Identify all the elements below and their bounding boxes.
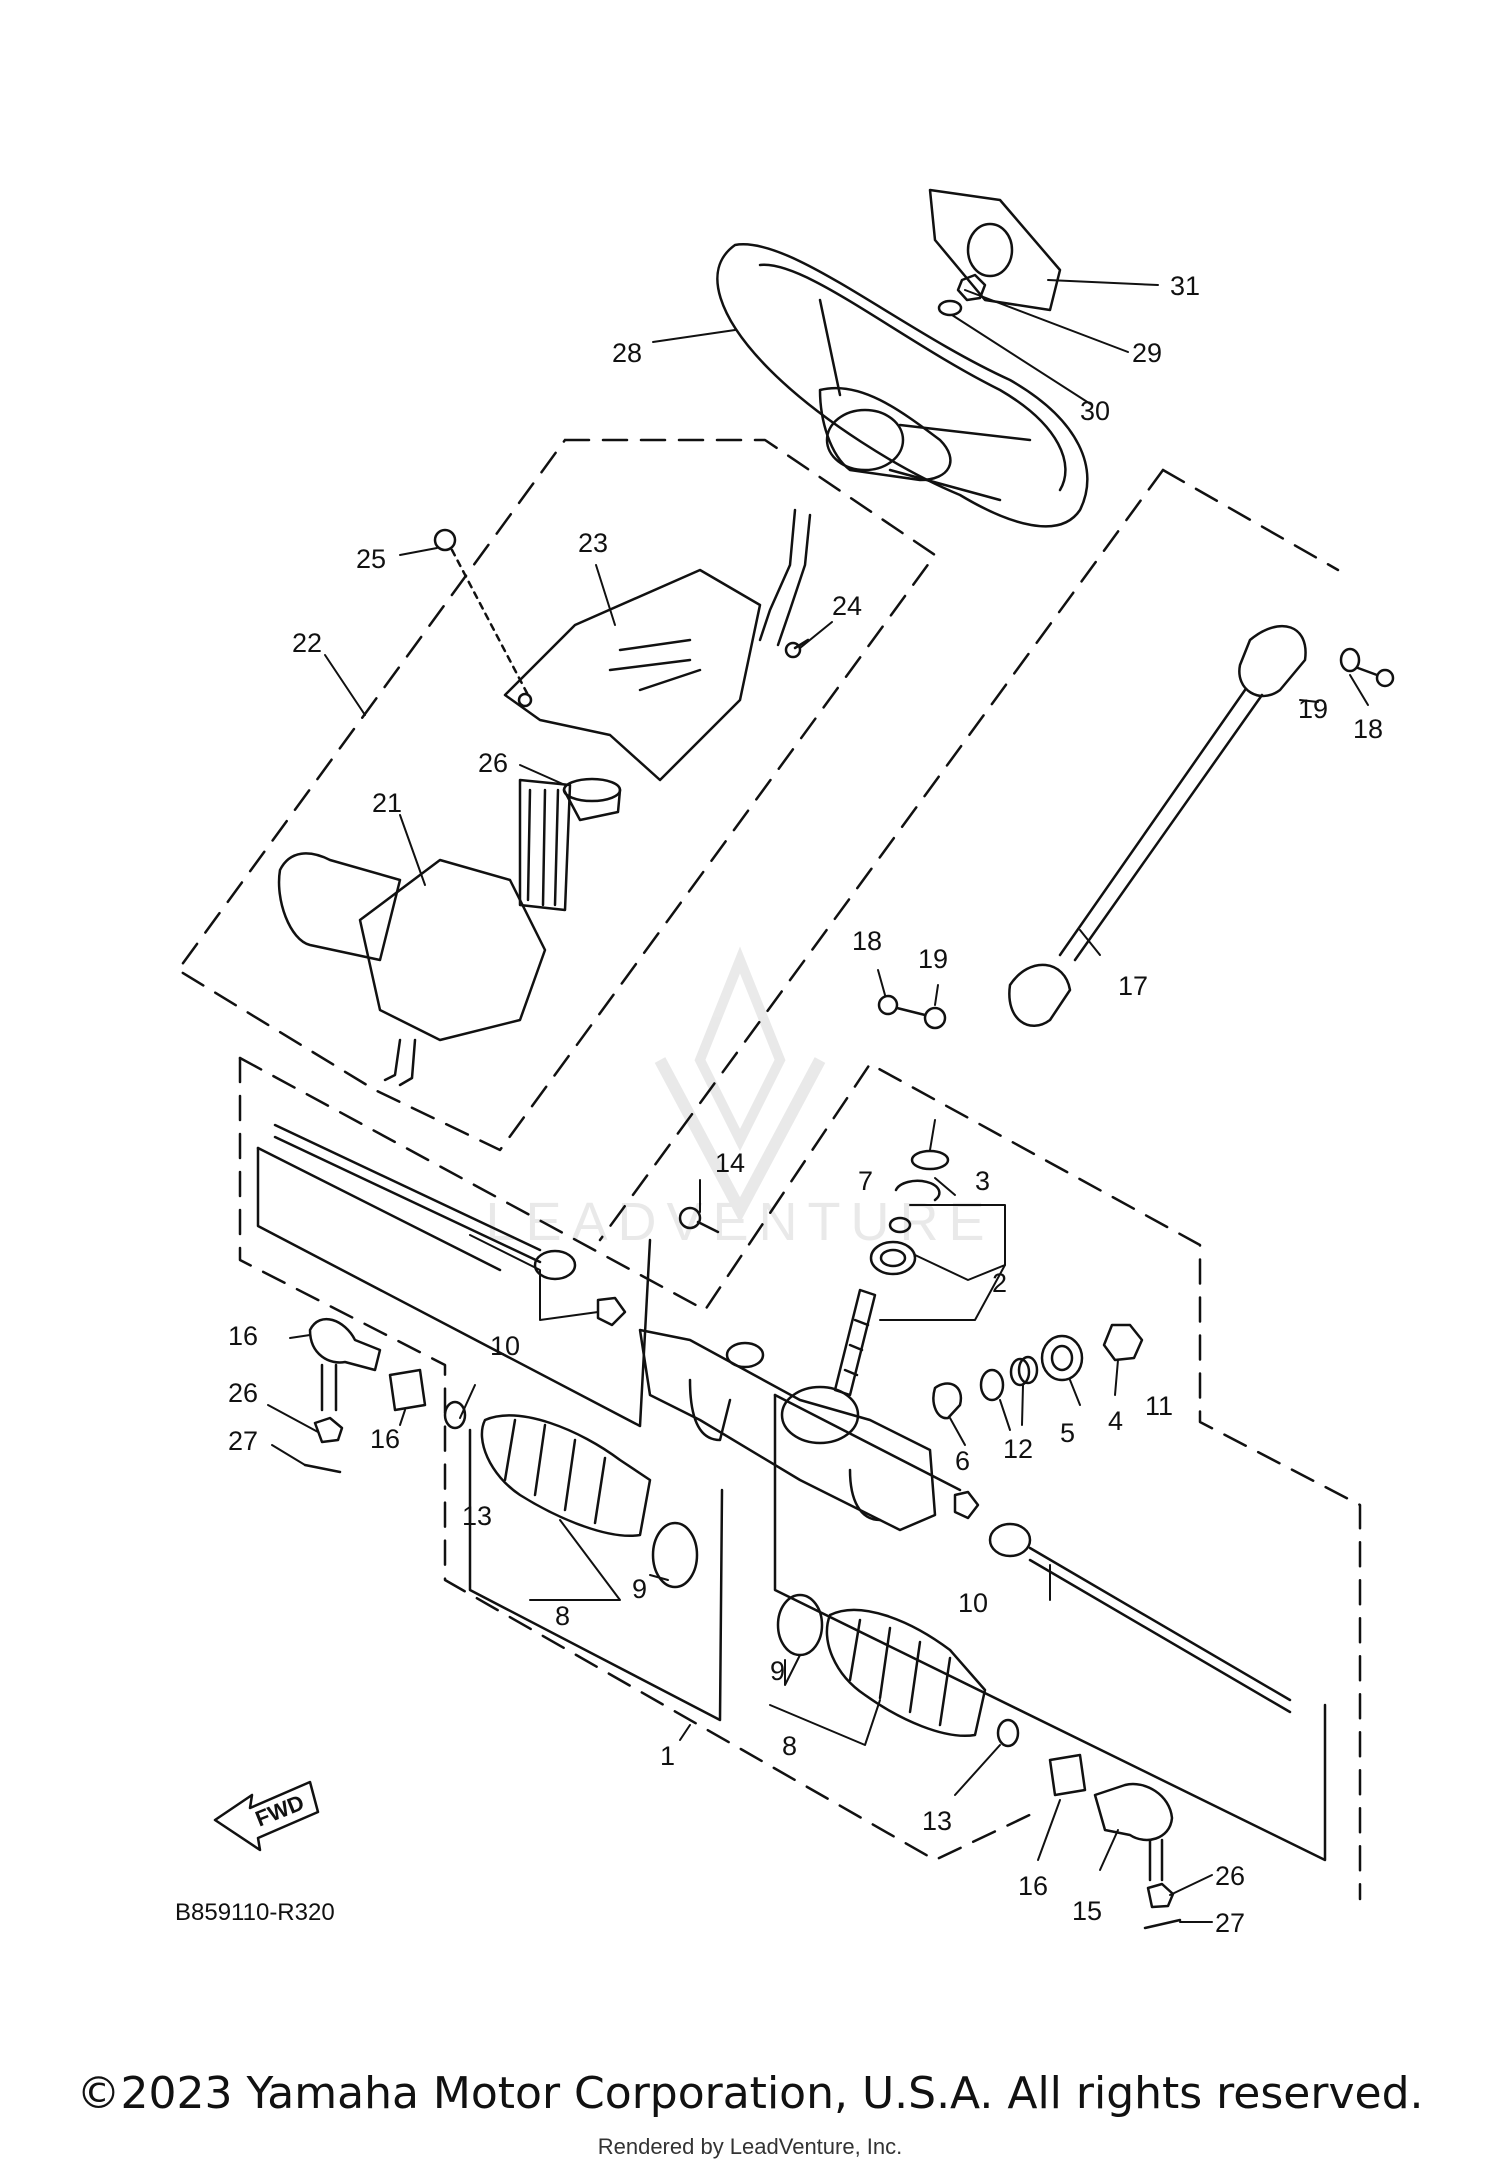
nut-left-26 xyxy=(313,1416,344,1444)
callout-9-right: 9 xyxy=(770,1656,785,1686)
callout-22: 21 xyxy=(372,788,402,818)
callout-23: 24 xyxy=(832,591,862,621)
lock-nut-11 xyxy=(1102,1323,1144,1362)
callout-10-right: 10 xyxy=(958,1588,988,1618)
callout-30: 30 xyxy=(1080,396,1110,426)
o-ring-12 xyxy=(979,1368,1005,1402)
callout-6: 6 xyxy=(955,1446,970,1476)
diagram-part-code: B859110-R320 xyxy=(175,1899,335,1926)
callout-29: 29 xyxy=(1132,338,1162,368)
callout-19-upper: 19 xyxy=(1298,694,1328,724)
callout-25: 25 xyxy=(356,544,386,574)
adjusting-screw-4 xyxy=(1040,1334,1084,1382)
washer-small xyxy=(888,1216,912,1234)
callout-4: 4 xyxy=(1108,1406,1123,1436)
intermediate-shaft-outline xyxy=(598,468,1340,1242)
washer-30 xyxy=(937,299,963,317)
tie-rod-right-10 xyxy=(953,1490,1292,1714)
clamp-right-9 xyxy=(776,1593,824,1657)
tie-rod-end-left-15 xyxy=(308,1318,382,1412)
callout-27-left: 27 xyxy=(228,1426,258,1456)
callout-17: 17 xyxy=(1118,971,1148,1001)
bolt-14 xyxy=(678,1206,720,1234)
steering-column-shaft xyxy=(758,508,812,647)
callout-12: 12 xyxy=(1003,1434,1033,1464)
eps-unit-22 xyxy=(277,778,572,1087)
copyright-notice: ©2023 Yamaha Motor Corporation, U.S.A. A… xyxy=(76,2068,1424,2119)
callout-2: 2 xyxy=(992,1268,1007,1298)
band-left-13 xyxy=(443,1400,467,1430)
callout-14: 14 xyxy=(715,1148,745,1178)
callout-26-right: 26 xyxy=(1215,1861,1245,1891)
spring-5 xyxy=(1009,1355,1039,1387)
bolt-18-upper xyxy=(1356,666,1395,688)
callout-21: 23 xyxy=(578,528,608,558)
fwd-arrow-icon xyxy=(213,1780,320,1852)
boot-left-8 xyxy=(480,1414,652,1537)
nut-29 xyxy=(956,273,987,302)
callout-18-lower: 18 xyxy=(852,926,882,956)
leader-lines xyxy=(267,279,1369,1923)
rack-housing xyxy=(638,1328,937,1532)
callout-8-right: 8 xyxy=(782,1731,797,1761)
tie-rod-end-right-15 xyxy=(1093,1782,1174,1882)
callout-18-upper: 18 xyxy=(1353,714,1383,744)
leadventure-watermark: LEADVENTURE xyxy=(485,946,994,1252)
callout-27-right: 27 xyxy=(1215,1908,1245,1938)
callout-16-left: 16 xyxy=(370,1424,400,1454)
seal-3 xyxy=(910,1149,950,1171)
collar-right-16 xyxy=(1048,1753,1087,1797)
callout-16-right: 16 xyxy=(1018,1871,1048,1901)
boot-right-8 xyxy=(825,1608,987,1737)
callout-3: 3 xyxy=(975,1166,990,1196)
callout-26-left: 26 xyxy=(228,1378,258,1408)
callout-9-left: 9 xyxy=(632,1574,647,1604)
tie-rod-left-outline xyxy=(256,1146,724,1722)
callout-10-left: 10 xyxy=(490,1331,520,1361)
intermediate-shaft-17 xyxy=(1008,624,1307,1027)
callout-28: 28 xyxy=(612,338,642,368)
callout-15-left: 16 xyxy=(228,1321,258,1351)
callout-20: 22 xyxy=(292,628,322,658)
callout-7: 7 xyxy=(858,1166,873,1196)
bolt-25 xyxy=(433,528,530,697)
callout-8-left: 8 xyxy=(555,1601,570,1631)
callout-31: 31 xyxy=(1170,271,1200,301)
tie-rod-right-outline xyxy=(773,1393,1327,1862)
watermark-text: LEADVENTURE xyxy=(485,1192,994,1252)
steering-gear-assembly-outline xyxy=(238,1056,1362,1901)
collar-24 xyxy=(562,777,622,822)
circlip-7 xyxy=(894,1179,941,1202)
bolt-18-lower xyxy=(877,994,927,1017)
nut-right-26 xyxy=(1146,1882,1175,1909)
bearing-2 xyxy=(869,1240,917,1276)
rendered-by-notice: Rendered by LeadVenture, Inc. xyxy=(597,2134,903,2159)
callout-11: 11 xyxy=(1145,1391,1173,1421)
callout-13-right: 13 xyxy=(922,1806,952,1836)
callout-labels: 31 29 30 28 25 23 24 22 26 21 19 18 18 1… xyxy=(175,271,1383,1938)
callout-24: 26 xyxy=(478,748,508,778)
pinion-gear xyxy=(833,1288,877,1397)
callout-15-right: 15 xyxy=(1072,1896,1102,1926)
collar-left-16 xyxy=(388,1368,427,1412)
steering-wheel xyxy=(716,243,1089,528)
column-bracket-21 xyxy=(503,568,762,782)
clamp-left-9 xyxy=(651,1521,699,1589)
plunger-6 xyxy=(932,1382,963,1420)
callout-19-lower: 19 xyxy=(918,944,948,974)
band-right-13 xyxy=(996,1718,1020,1748)
callout-1: 1 xyxy=(660,1741,675,1771)
cotter-pin-left-27 xyxy=(303,1463,342,1474)
cotter-pin-right-27 xyxy=(1143,1918,1182,1930)
steering-column-group-outline xyxy=(176,438,937,1152)
tie-rod-left-10 xyxy=(273,1123,627,1327)
callout-13-left: 13 xyxy=(462,1501,492,1531)
callout-5: 5 xyxy=(1060,1418,1075,1448)
washer-19-upper xyxy=(1339,647,1361,673)
washer-19-lower xyxy=(923,1006,947,1030)
steering-wheel-cover xyxy=(928,188,1062,312)
bolt-23 xyxy=(784,638,810,659)
